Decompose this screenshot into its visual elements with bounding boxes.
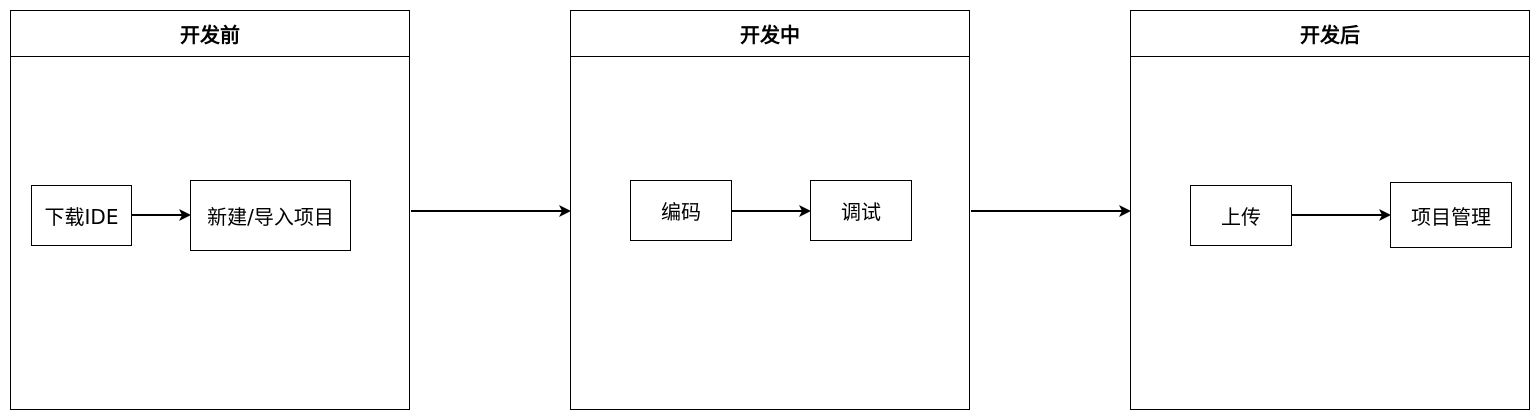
node-upload[interactable]: 上传 — [1190, 185, 1292, 246]
node-new-import-project[interactable]: 新建/导入项目 — [190, 180, 351, 251]
lane-title: 开发前 — [11, 11, 409, 57]
lane-title: 开发中 — [571, 11, 969, 57]
node-project-management[interactable]: 项目管理 — [1390, 182, 1512, 248]
node-download-ide[interactable]: 下载IDE — [31, 185, 132, 246]
node-coding[interactable]: 编码 — [630, 180, 732, 241]
lane-title: 开发后 — [1131, 11, 1529, 57]
node-debugging[interactable]: 调试 — [810, 180, 912, 241]
